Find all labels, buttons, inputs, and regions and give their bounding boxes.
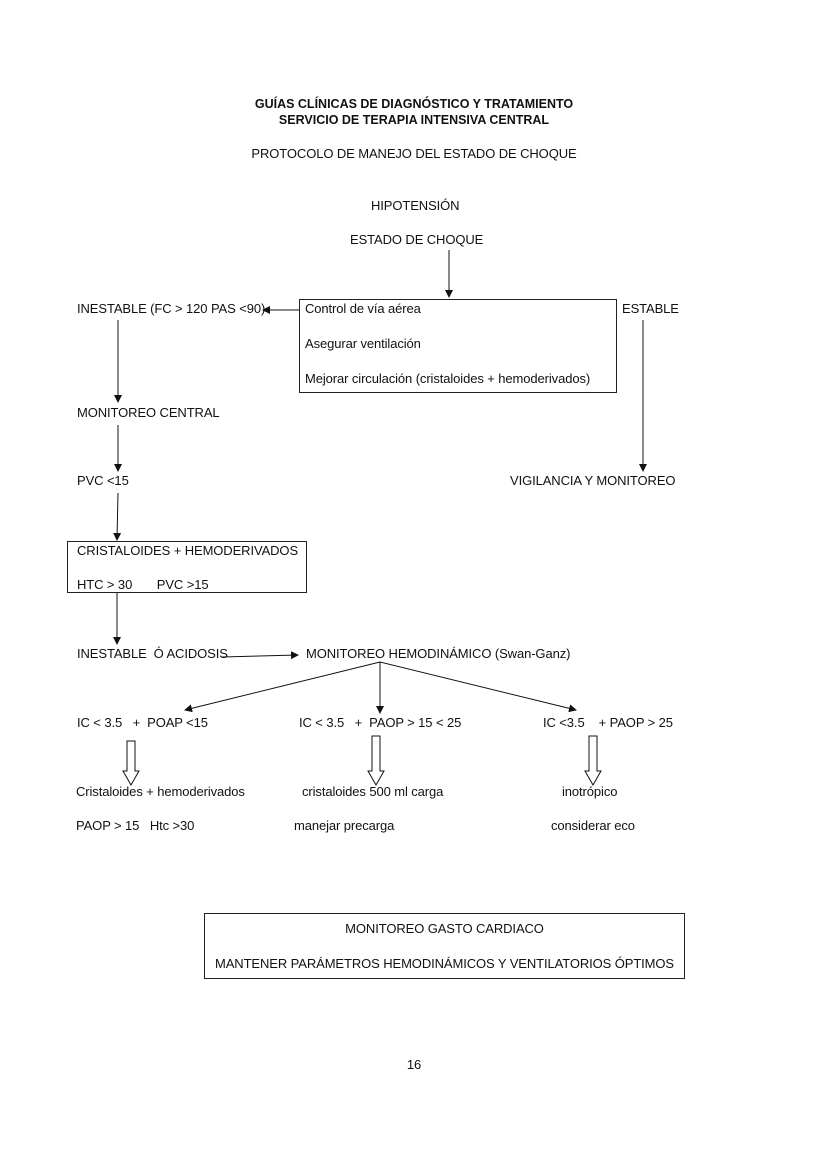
arrow-pvc-to-fluids xyxy=(113,492,122,541)
department-title: SERVICIO DE TERAPIA INTENSIVA CENTRAL xyxy=(278,113,550,127)
mantener-parametros-item: MANTENER PARÁMETROS HEMODINÁMICOS Y VENT… xyxy=(215,956,674,971)
gasto-cardiaco-item: MONITOREO GASTO CARDIACO xyxy=(345,921,544,936)
branch-3-target: considerar eco xyxy=(551,818,635,833)
pvc-low-label: PVC <15 xyxy=(77,473,129,488)
arrow-hemo-to-branch-3 xyxy=(379,661,577,713)
branch-2-action: cristaloides 500 ml carga xyxy=(302,784,444,799)
branch-1-condition: IC < 3.5 + POAP <15 xyxy=(77,715,208,730)
initial-management-box xyxy=(299,299,617,393)
circulation-item: Mejorar circulación (cristaloides + hemo… xyxy=(305,371,591,386)
estable-label: ESTABLE xyxy=(622,301,679,316)
vigilancia-label: VIGILANCIA Y MONITOREO xyxy=(510,473,676,488)
branch-3-action: inotrópico xyxy=(562,784,618,799)
hollow-arrow-branch-3 xyxy=(584,735,602,787)
branch-1-action: Cristaloides + hemoderivados xyxy=(76,784,245,799)
inestable-acidosis-label: INESTABLE Ó ACIDOSIS xyxy=(77,646,228,661)
hollow-arrow-branch-2 xyxy=(367,735,385,787)
hipotension-label: HIPOTENSIÓN xyxy=(371,198,460,213)
hollow-arrow-branch-1 xyxy=(122,740,140,787)
protocol-title: PROTOCOLO DE MANEJO DEL ESTADO DE CHOQUE xyxy=(251,146,577,161)
fluids-box xyxy=(67,541,307,593)
branch-3-condition: IC <3.5 + PAOP > 25 xyxy=(543,715,673,730)
monitoreo-hemodinamico-label: MONITOREO HEMODINÁMICO (Swan-Ganz) xyxy=(306,646,571,661)
document-title: GUÍAS CLÍNICAS DE DIAGNÓSTICO Y TRATAMIE… xyxy=(254,97,574,111)
inestable-label: INESTABLE (FC > 120 PAS <90) xyxy=(77,301,266,316)
monitoreo-central-label: MONITOREO CENTRAL xyxy=(77,405,220,420)
arrow-acidosis-to-hemodinamico xyxy=(221,651,299,660)
page-number: 16 xyxy=(406,1057,422,1072)
airway-control-item: Control de vía aérea xyxy=(305,301,421,316)
arrow-hemo-to-branch-1 xyxy=(184,661,381,713)
branch-1-target: PAOP > 15 Htc >30 xyxy=(76,818,195,833)
ventilation-item: Asegurar ventilación xyxy=(305,336,421,351)
fluids-targets-item: HTC > 30 PVC >15 xyxy=(77,577,209,592)
fluids-item: CRISTALOIDES + HEMODERIVADOS xyxy=(77,543,299,558)
branch-2-condition: IC < 3.5 + PAOP > 15 < 25 xyxy=(299,715,462,730)
final-management-box xyxy=(204,913,685,979)
estado-choque-label: ESTADO DE CHOQUE xyxy=(350,232,484,247)
branch-2-target: manejar precarga xyxy=(294,818,395,833)
